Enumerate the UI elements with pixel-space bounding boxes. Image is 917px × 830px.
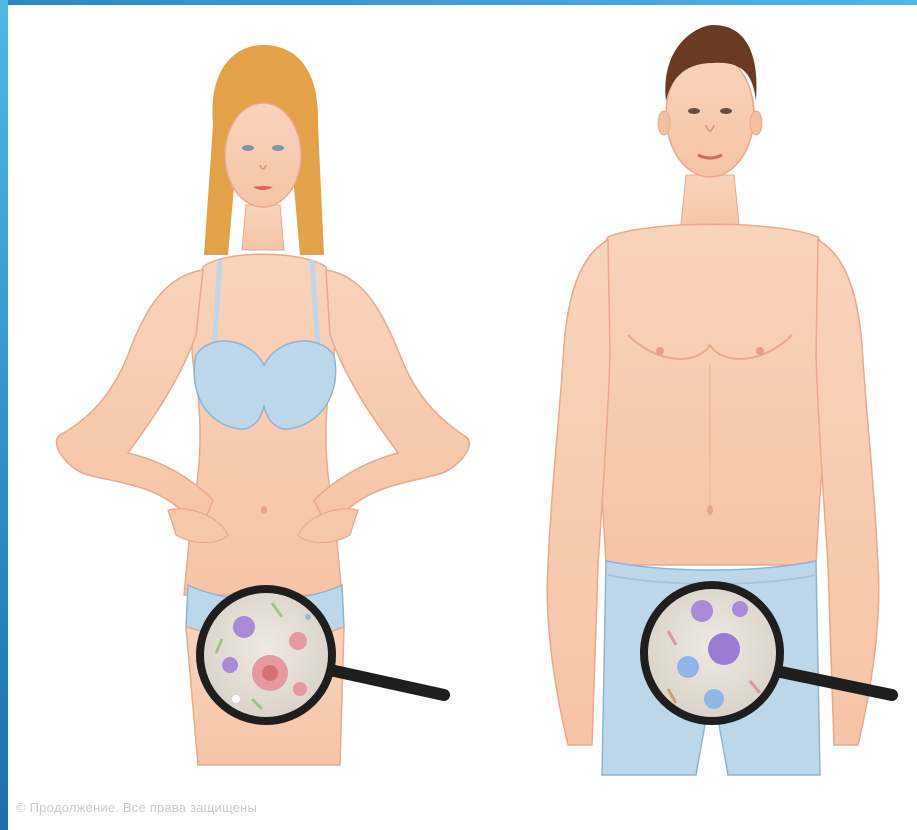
illustration-scene <box>8 5 917 830</box>
frame-left-border <box>0 0 8 830</box>
illustration-svg <box>8 5 917 830</box>
watermark-text: © Прoдолжение. Все права защищены <box>16 800 257 815</box>
